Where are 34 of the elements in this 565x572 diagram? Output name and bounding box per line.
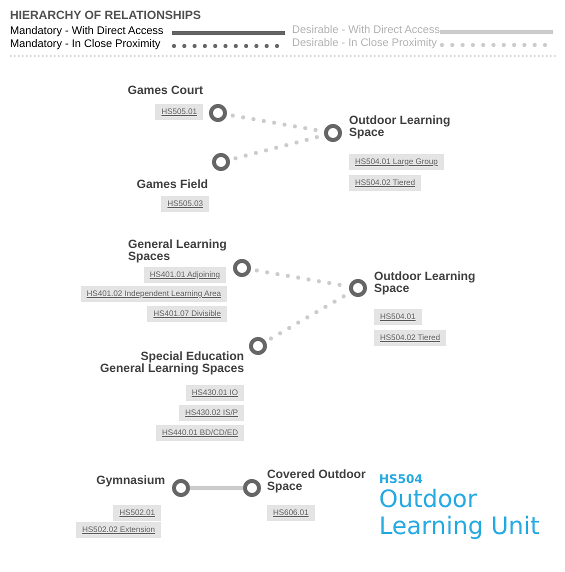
diagram-title: Outdoor Learning Unit (379, 486, 541, 540)
space-name: General Learning Spaces (128, 238, 228, 262)
code-tag: HS505.03 (161, 196, 209, 212)
space-name: Outdoor Learning Space (374, 270, 476, 294)
code-tag: HS502.02 Extension (76, 522, 161, 538)
dotted-connector (230, 114, 320, 132)
legend-label: Mandatory - With Direct Access (10, 25, 164, 37)
dotted-connector (268, 294, 348, 340)
code-tag: HS430.01 IO (186, 385, 244, 401)
space-name: Games Court (126, 84, 203, 96)
code-tag: HS505.01 (155, 104, 203, 120)
space-name: Gymnasium (95, 474, 165, 486)
legend-heading: HIERARCHY OF RELATIONSHIPS (10, 8, 201, 22)
code-tag: HS430.02 IS/P (179, 405, 244, 421)
code-tag: HS504.01 Large Group (349, 154, 444, 170)
legend-label: Desirable - In Close Proximity (292, 37, 437, 49)
code-tag: HS504.01 (374, 309, 422, 325)
space-name: Covered Outdoor Space (267, 468, 367, 492)
space-name: Special Education General Learning Spaces (98, 350, 244, 374)
space-name: Games Field (136, 178, 208, 190)
connector-line (190, 486, 243, 490)
code-tag: HS502.01 (113, 505, 161, 521)
code-tag: HS440.01 BD/CD/ED (156, 425, 244, 441)
legend-label: Desirable - With Direct Access (292, 24, 440, 36)
code-tag: HS504.02 Tiered (374, 330, 446, 346)
unit-code: HS504 (379, 472, 423, 486)
code-tag: HS606.01 (267, 505, 315, 521)
legend-label: Mandatory - In Close Proximity (10, 38, 160, 50)
code-tag: HS504.02 Tiered (349, 175, 422, 191)
code-tag: HS401.01 Adjoining (144, 267, 226, 283)
space-name: Outdoor Learning Space (349, 114, 452, 138)
code-tag: HS401.02 Independent Learning Area (80, 286, 227, 302)
code-tag: HS401.07 Divisible (147, 306, 227, 322)
dotted-connector (234, 134, 320, 160)
